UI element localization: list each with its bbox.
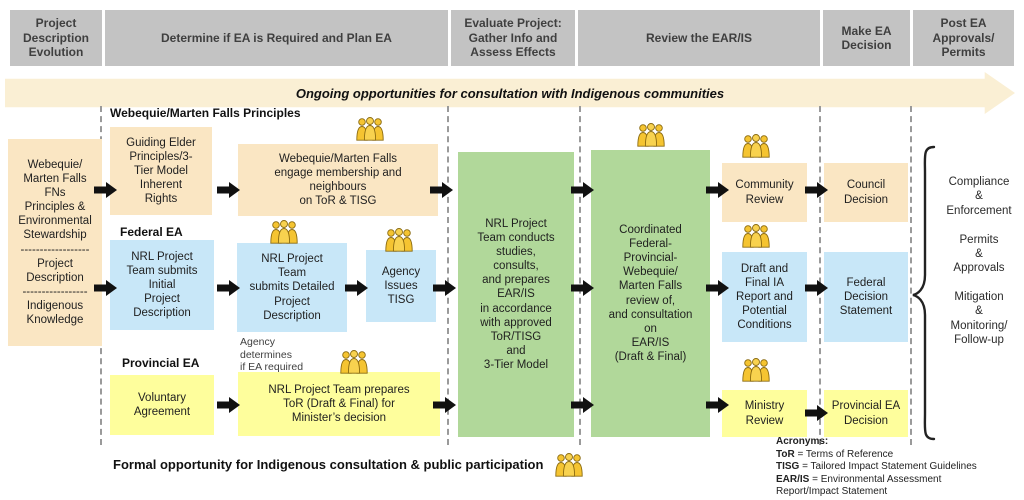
draft-final-ia-box: Draft and Final IA Report and Potential … [722,252,807,342]
formal-opportunity-legend: Formal opportunity for Indigenous consul… [113,452,587,477]
grouping-brace [912,145,936,441]
ongoing-consultation-arrow: Ongoing opportunities for consultation w… [5,72,1015,114]
phase-divider [579,106,581,445]
phase-divider [447,106,449,445]
acronym-term: EAR/IS [776,473,810,485]
initial-project-description-box: NRL Project Team submits Initial Project… [110,240,214,330]
consultation-people-icon [738,223,774,248]
phase-review-ear-is: Review the EAR/IS [578,10,820,66]
consultation-people-icon [738,133,774,158]
acronym-term: ToR [776,448,795,460]
flow-arrow [217,181,241,199]
community-review-box: Community Review [722,163,807,222]
acronym-tor: ToR = Terms of Reference [776,449,1022,462]
provincial-ea-decision-box: Provincial EA Decision [824,390,908,437]
agency-determines-note: Agency determines if EA required [240,336,304,374]
consultation-people-icon [551,452,587,477]
tor-preparation-box: NRL Project Team prepares ToR (Draft & F… [238,372,440,436]
flow-arrow [571,396,595,414]
phase-make-ea-decision: Make EA Decision [823,10,910,66]
ministry-review-box: Ministry Review [722,390,807,437]
formal-opportunity-label: Formal opportunity for Indigenous consul… [113,457,544,472]
engage-membership-box: Webequie/Marten Falls engage membership … [238,144,438,216]
lane-label-principles: Webequie/Marten Falls Principles [110,106,301,120]
guiding-elder-principles-box: Guiding Elder Principles/3- Tier Model I… [110,127,212,215]
flow-arrow [94,181,118,199]
consultation-people-icon [266,219,302,244]
acronyms-title: Acronyms: [776,436,829,447]
flow-arrow [345,279,369,297]
flow-arrow [805,279,829,297]
phase-project-description: Project Description Evolution [10,10,102,66]
fn-principles-panel: Webequie/ Marten Falls FNs Principles & … [8,139,102,346]
consultation-people-icon [738,357,774,382]
flow-arrow [430,181,454,199]
flow-arrow [706,396,730,414]
flow-arrow [433,279,457,297]
acronyms-block: Acronyms: ToR = Terms of Reference TISG … [776,436,1022,499]
lane-label-federal: Federal EA [120,225,183,239]
flow-arrow [217,279,241,297]
ongoing-consultation-label: Ongoing opportunities for consultation w… [295,85,725,101]
consultation-people-icon [633,122,669,147]
flow-arrow [571,181,595,199]
flow-arrow [805,404,829,422]
agency-issues-tisg-box: Agency Issues TISG [366,250,436,322]
federal-decision-box: Federal Decision Statement [824,252,908,342]
phase-divider [819,106,821,445]
detailed-project-description-box: NRL Project Team submits Detailed Projec… [237,243,347,332]
acronym-def: = Terms of Reference [794,448,894,460]
council-decision-box: Council Decision [824,163,908,222]
consultation-people-icon [352,116,388,141]
phase-divider [910,106,912,445]
flow-arrow [571,279,595,297]
post-ea-outcomes-text: Compliance & Enforcement Permits & Appro… [946,176,1012,347]
flow-arrow [217,396,241,414]
flow-arrow [94,279,118,297]
phase-evaluate-project: Evaluate Project: Gather Info and Assess… [451,10,575,66]
flow-arrow [433,396,457,414]
consultation-people-icon [381,227,417,252]
acronym-def: = Tailored Impact Statement Guidelines [799,461,977,472]
acronym-tisg: TISG = Tailored Impact Statement Guideli… [776,461,1022,474]
acronym-term: TISG [776,461,800,472]
acronym-def: = Environmental Assessment Report/Impact… [776,473,942,498]
lane-label-provincial: Provincial EA [122,356,200,370]
coordinated-review-box: Coordinated Federal- Provincial- Webequi… [591,150,710,437]
voluntary-agreement-box: Voluntary Agreement [110,375,214,435]
consultation-people-icon [336,349,372,374]
acronym-ear-is: EAR/IS = Environmental Assessment Report… [776,474,1022,499]
conduct-studies-box: NRL Project Team conducts studies, consu… [458,152,574,437]
phase-determine-ea: Determine if EA is Required and Plan EA [105,10,448,66]
flow-arrow [805,181,829,199]
phase-post-ea-approvals: Post EA Approvals/ Permits [913,10,1014,66]
flow-arrow [706,181,730,199]
flow-arrow [706,279,730,297]
